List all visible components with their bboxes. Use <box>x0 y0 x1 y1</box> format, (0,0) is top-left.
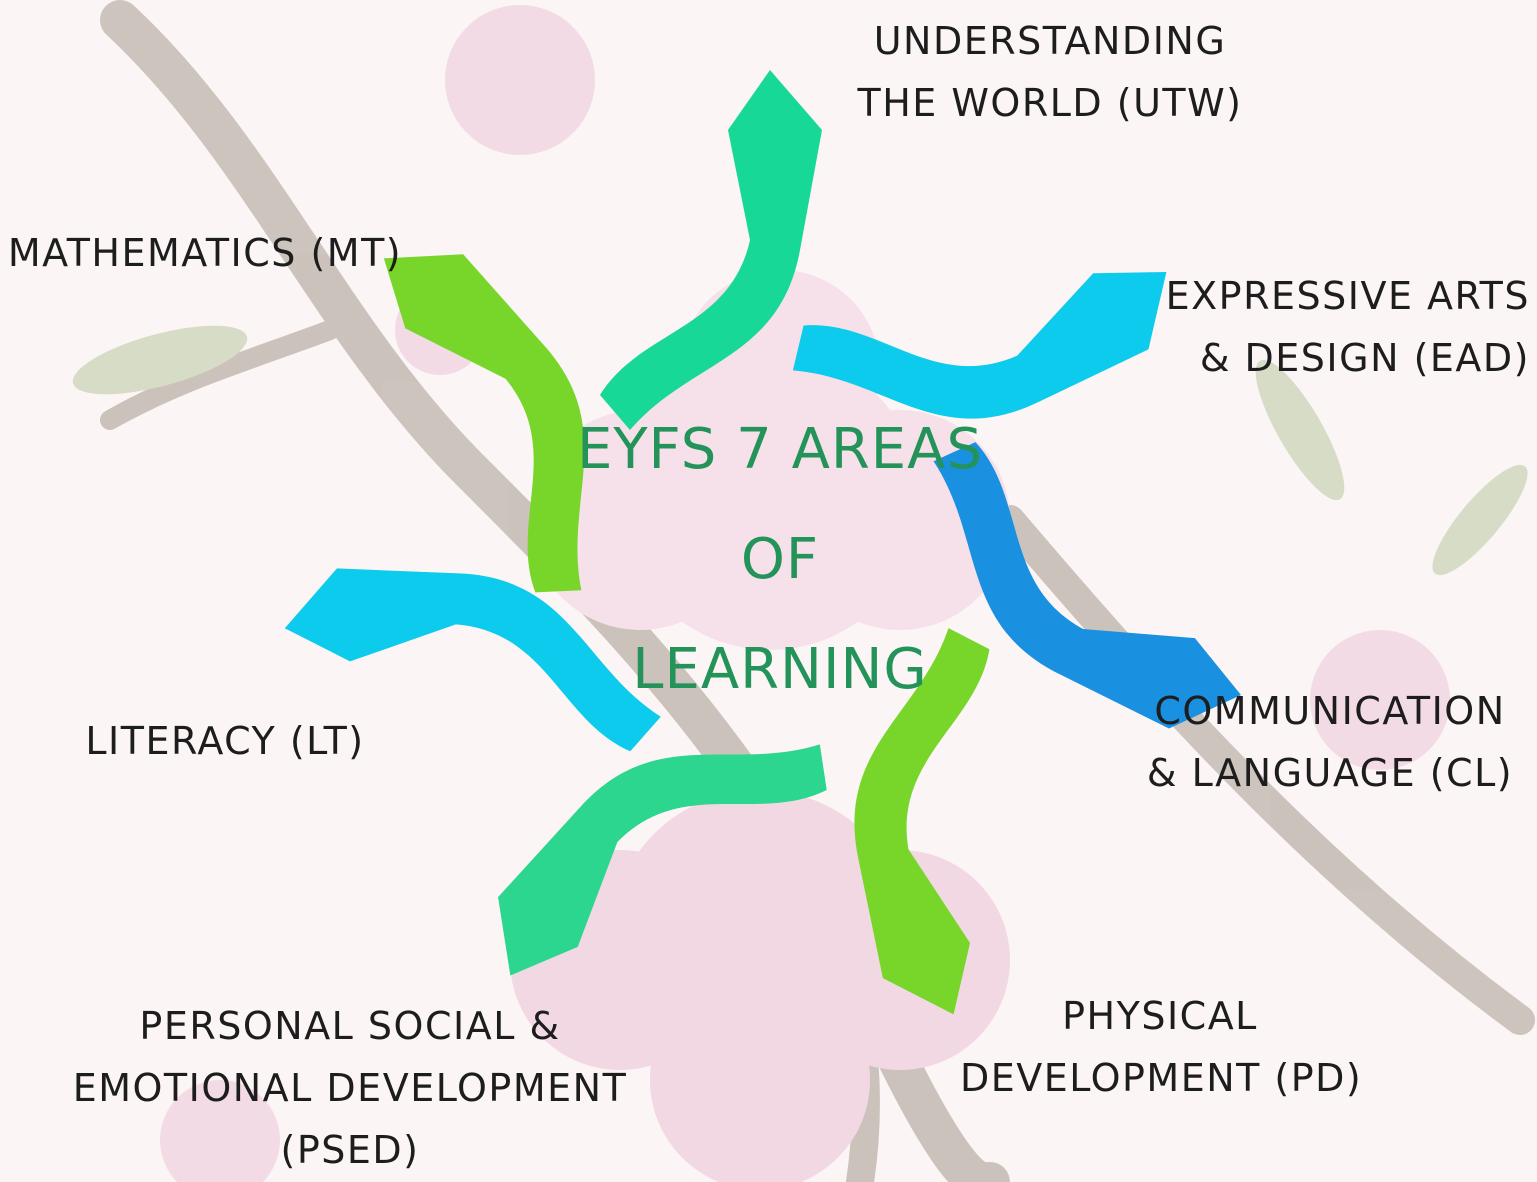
center-title: EYFS 7 AREAS OF LEARNING <box>560 395 1000 725</box>
mt-arrow <box>383 254 585 593</box>
label-ead: EXPRESSIVE ARTS & DESIGN (EAD) <box>1165 274 1530 380</box>
label-psed: PERSONAL SOCIAL & EMOTIONAL DEVELOPMENT … <box>72 1004 628 1172</box>
label-pd: PHYSICAL DEVELOPMENT (PD) <box>960 994 1363 1100</box>
center-title-line3: LEARNING <box>632 637 928 702</box>
label-utw: UNDERSTANDING THE WORLD (UTW) <box>857 19 1243 125</box>
cl-arrow <box>933 442 1242 729</box>
utw-arrow <box>600 70 822 430</box>
label-cl: COMMUNICATION & LANGUAGE (CL) <box>1146 689 1514 795</box>
pd-arrow <box>854 628 990 1015</box>
arrows <box>284 70 1242 1015</box>
lt-arrow <box>284 568 661 752</box>
center-title-line2: OF <box>740 527 820 592</box>
psed-arrow <box>498 744 827 976</box>
center-title-line1: EYFS 7 AREAS <box>576 417 984 482</box>
label-mt: MATHEMATICS (MT) <box>7 231 403 275</box>
label-lt: LITERACY (LT) <box>85 719 365 763</box>
ead-arrow <box>792 271 1167 419</box>
